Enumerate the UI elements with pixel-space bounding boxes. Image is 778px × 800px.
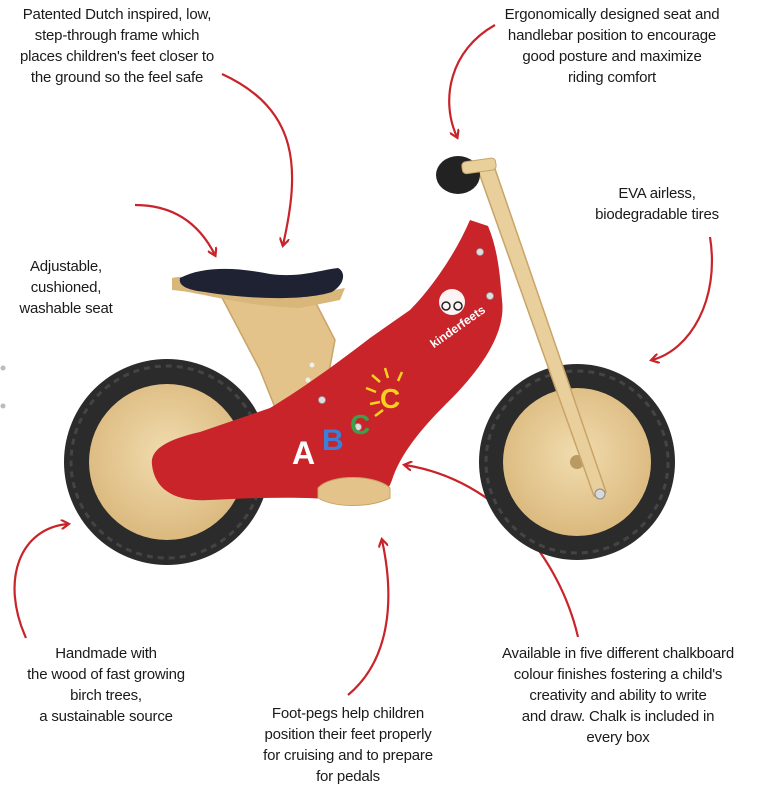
callout-colours: Available in five different chalkboard c…	[502, 645, 734, 746]
chalk-sun	[365, 367, 404, 417]
foot-peg	[317, 477, 391, 506]
arrow-tires	[652, 236, 713, 360]
chalk-letter-a: A	[292, 435, 315, 471]
callout-seat: Adjustable, cushioned, washable seat	[19, 258, 113, 317]
callout-wood: Handmade with the wood of fast growing b…	[27, 645, 185, 725]
callout-frame: Patented Dutch inspired, low, step-throu…	[19, 6, 215, 86]
chalk-letter-sun-c: C	[380, 383, 400, 414]
chalk-letter-c: C	[350, 409, 370, 440]
arrow-footpegs	[347, 540, 390, 696]
arrow-seat	[134, 203, 215, 255]
callout-seat-position: Ergonomically designed seat and handleba…	[504, 6, 720, 86]
seat-cushion	[179, 268, 344, 299]
bike-frame	[151, 220, 503, 502]
arrow-frame	[221, 73, 294, 245]
front-wheel	[479, 364, 675, 560]
arrow-seat-position	[448, 24, 496, 137]
arrow-wood	[13, 524, 68, 639]
callout-footpegs: Foot-pegs help children position their f…	[263, 705, 433, 785]
callout-tires: EVA airless, biodegradable tires	[595, 185, 719, 223]
chalk-letter-b: B	[322, 424, 344, 457]
